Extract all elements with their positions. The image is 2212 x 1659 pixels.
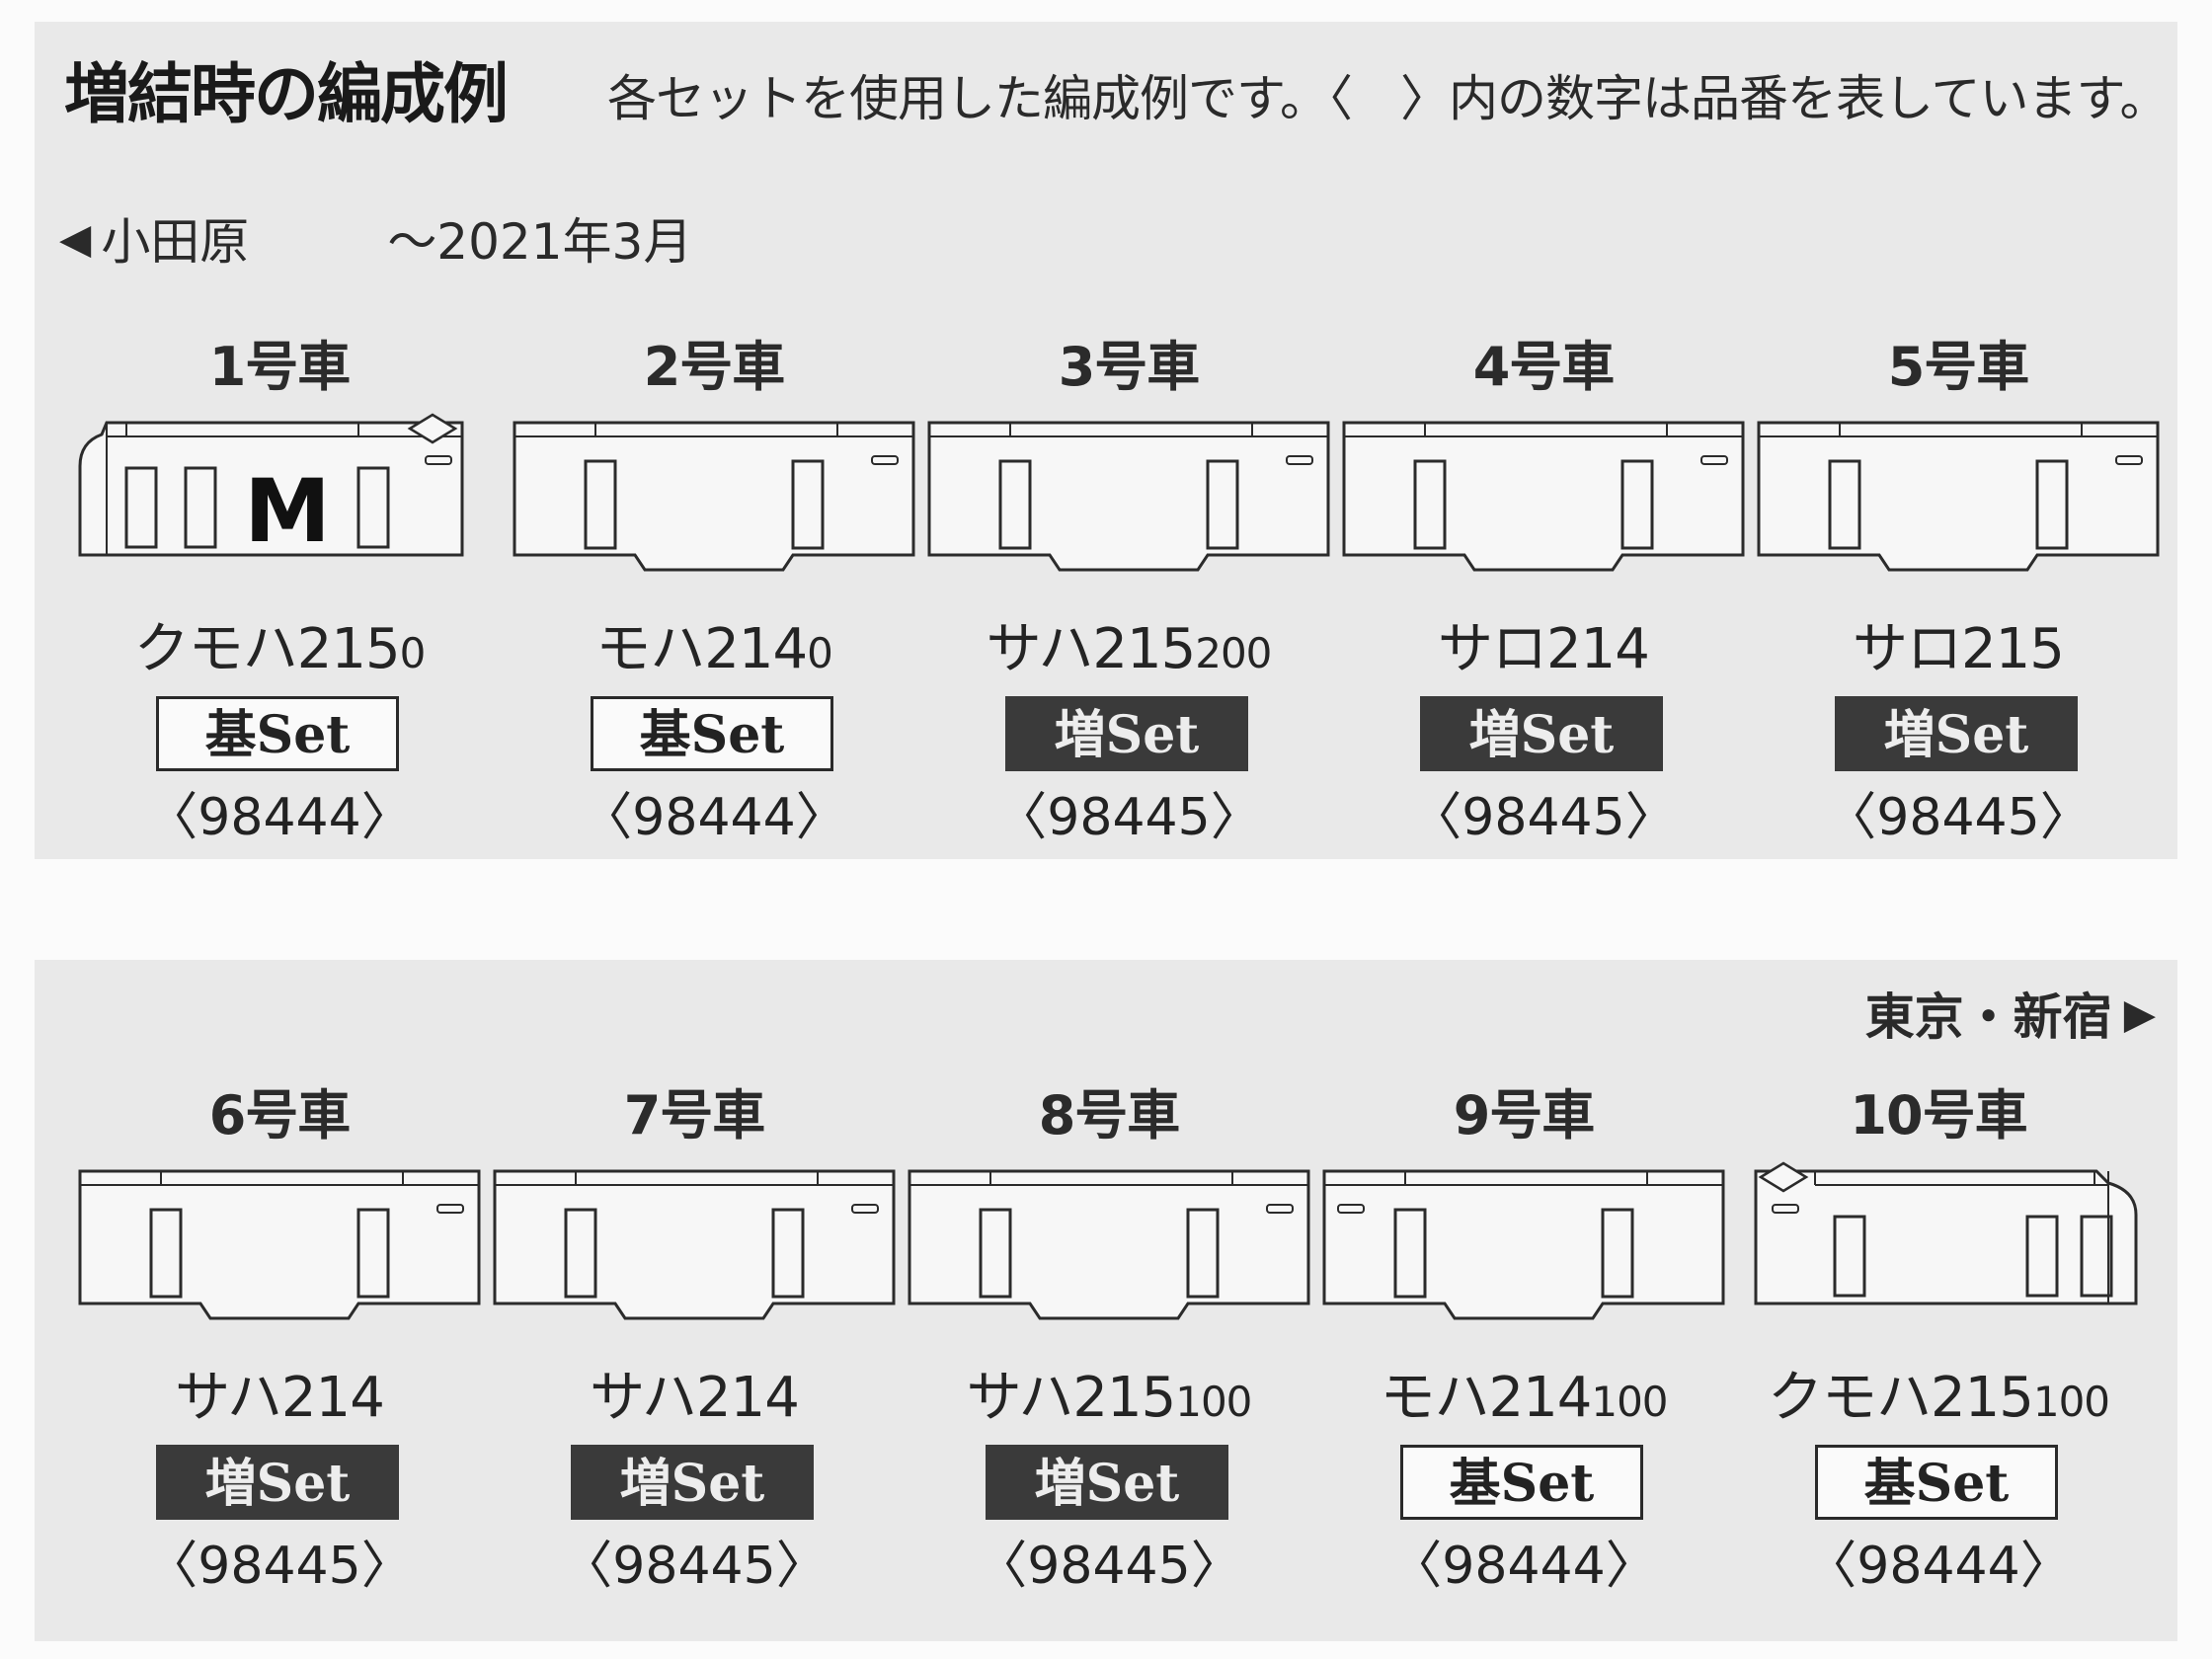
product-code: 〈98444〉: [581, 788, 847, 847]
train-car-3: 8号車サハ215100 増Set 〈98445〉: [902, 1071, 1316, 1596]
extension-set-badge: 増Set: [1420, 696, 1663, 771]
train-car-2: 2号車モハ2140 基Set 〈98444〉: [507, 323, 921, 847]
car-number: 9号車: [1453, 1084, 1596, 1146]
car-type-label: モハ214100: [1316, 1353, 1731, 1433]
train-car-4: 9号車モハ214100 基Set 〈98444〉: [1316, 1071, 1731, 1596]
product-code: 〈98444〉: [1390, 1537, 1657, 1596]
car-body-drawing: [1342, 421, 1745, 572]
car-number: 8号車: [1038, 1084, 1181, 1146]
train-car-2: 7号車サハ214 増Set 〈98445〉: [487, 1071, 902, 1596]
car-number: 2号車: [643, 336, 786, 398]
car-type-name: サハ215: [986, 617, 1197, 681]
car-number: 3号車: [1058, 336, 1201, 398]
product-code: 〈98444〉: [1805, 1537, 2072, 1596]
right-arrow-icon: ▶: [2123, 988, 2156, 1038]
car-type-subnumber: 100: [1591, 1378, 1668, 1426]
product-code: 〈98445〉: [1825, 788, 2092, 847]
extension-set-badge: 増Set: [1835, 696, 2078, 771]
product-code: 〈98445〉: [561, 1537, 828, 1596]
car-body-drawing: [493, 1169, 896, 1320]
basic-set-badge: 基Set: [156, 696, 399, 771]
train-car-5: 5号車サロ215 増Set 〈98445〉: [1751, 323, 2166, 847]
car-body-drawing: [1322, 1169, 1725, 1320]
car-body-drawing: [1757, 421, 2160, 572]
extension-set-badge: 増Set: [156, 1445, 399, 1520]
car-type-subnumber: 0: [399, 629, 427, 677]
station-odawara: 小田原: [101, 213, 250, 271]
car-type-label: サハ214: [487, 1353, 902, 1433]
car-type-name: クモハ215: [133, 617, 401, 681]
car-type-subnumber: 100: [1175, 1378, 1252, 1426]
product-code: 〈98445〉: [146, 1537, 413, 1596]
top-formation-panel: 増結時の編成例 各セットを使用した編成例です。〈 〉内の数字は品番を表しています…: [35, 22, 2177, 859]
car-type-subnumber: 100: [2032, 1378, 2110, 1426]
train-car-3: 3号車サハ215200 増Set 〈98445〉: [921, 323, 1336, 847]
car-body-drawing: [927, 421, 1330, 572]
car-number: 7号車: [623, 1084, 766, 1146]
product-code: 〈98445〉: [1410, 788, 1677, 847]
basic-set-badge: 基Set: [591, 696, 833, 771]
car-type-name: サロ215: [1853, 617, 2065, 681]
station-tokyo-shinjuku: 東京・新宿: [1864, 988, 2112, 1046]
car-type-name: サハ215: [966, 1366, 1177, 1430]
car-type-label: クモハ2150: [72, 604, 487, 684]
car-type-label: クモハ215100: [1731, 1353, 2146, 1433]
product-code: 〈98444〉: [146, 788, 413, 847]
direction-label-odawara: ◀ 小田原 ～2021年3月: [59, 202, 692, 274]
bottom-formation-panel: 東京・新宿 ▶ 6号車サハ214 増Set 〈98445〉 7号車サハ214 増Set 〈…: [35, 960, 2177, 1641]
car-type-name: モハ214: [595, 617, 808, 681]
direction-label-tokyo-shinjuku: 東京・新宿 ▶: [1865, 978, 2156, 1049]
car-body-drawing: M: [78, 413, 464, 562]
car-type-name: サハ214: [175, 1366, 385, 1430]
car-body-drawing: [908, 1169, 1310, 1320]
car-type-label: サロ215: [1751, 604, 2166, 684]
extension-set-badge: 増Set: [571, 1445, 814, 1520]
car-number: 1号車: [208, 336, 352, 398]
left-arrow-icon: ◀: [59, 213, 92, 263]
car-type-label: サロ214: [1336, 604, 1751, 684]
train-car-1: 6号車サハ214 増Set 〈98445〉: [72, 1071, 487, 1596]
page-description: 各セットを使用した編成例です。〈 〉内の数字は品番を表しています。: [607, 70, 2169, 127]
car-number: 6号車: [208, 1084, 352, 1146]
car-body-drawing: [1754, 1161, 2138, 1305]
car-type-label: サハ214: [72, 1353, 487, 1433]
train-car-5: 10号車クモハ215100 基Set 〈98444〉: [1731, 1071, 2146, 1596]
train-car-4: 4号車サロ214 増Set 〈98445〉: [1336, 323, 1751, 847]
basic-set-badge: 基Set: [1400, 1445, 1643, 1520]
product-code: 〈98445〉: [976, 1537, 1242, 1596]
product-code: 〈98445〉: [995, 788, 1262, 847]
car-number: 4号車: [1472, 336, 1616, 398]
extension-set-badge: 増Set: [1005, 696, 1248, 771]
motor-mark: M: [244, 460, 331, 562]
car-body-drawing: [78, 1169, 481, 1320]
car-type-label: サハ215100: [902, 1353, 1316, 1433]
car-type-label: モハ2140: [507, 604, 921, 684]
service-period: ～2021年3月: [387, 213, 693, 271]
basic-set-badge: 基Set: [1815, 1445, 2058, 1520]
car-type-name: モハ214: [1380, 1366, 1592, 1430]
car-type-name: サロ214: [1438, 617, 1650, 681]
car-type-subnumber: 200: [1195, 629, 1272, 677]
car-type-name: サハ214: [590, 1366, 800, 1430]
car-type-name: クモハ215: [1767, 1366, 2034, 1430]
car-number: 10号車: [1850, 1084, 2027, 1146]
extension-set-badge: 増Set: [986, 1445, 1228, 1520]
car-body-drawing: [513, 421, 915, 572]
car-type-label: サハ215200: [921, 604, 1336, 684]
car-type-subnumber: 0: [807, 629, 833, 677]
car-number: 5号車: [1887, 336, 2030, 398]
page-title: 増結時の編成例: [64, 56, 509, 132]
